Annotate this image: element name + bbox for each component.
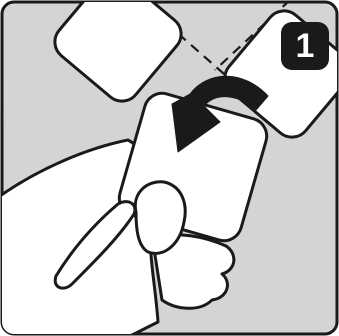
step-number-badge: 1	[281, 22, 329, 70]
